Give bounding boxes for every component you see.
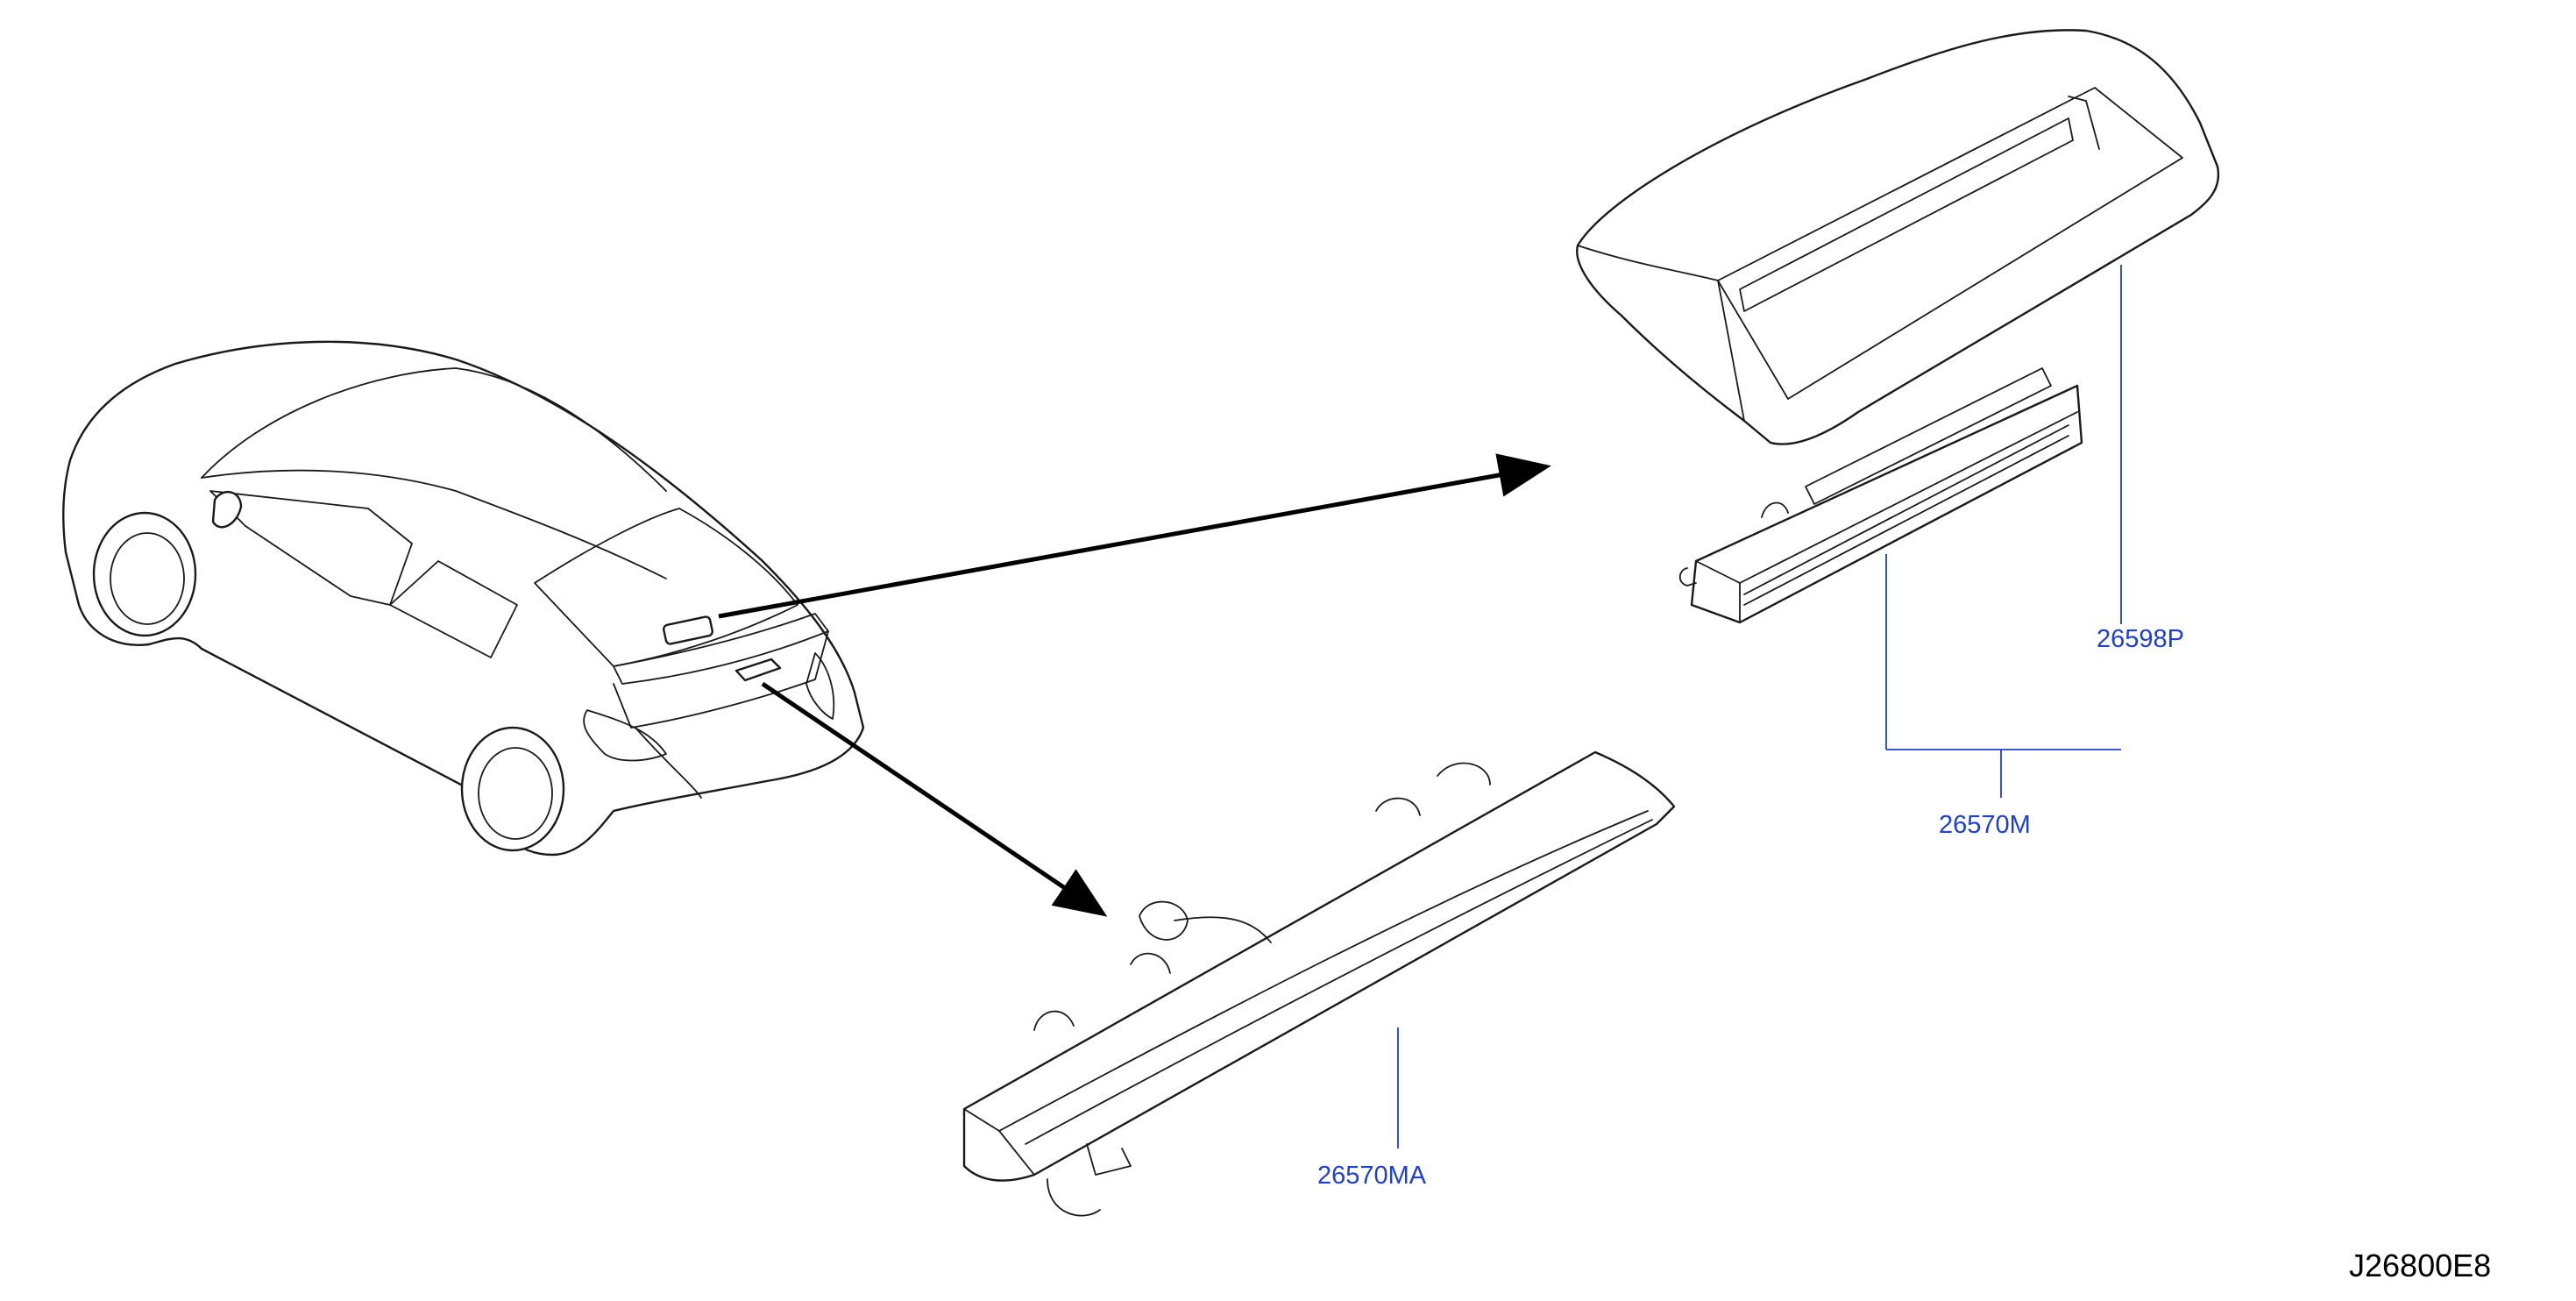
callout-26570M: 26570M — [1939, 811, 2031, 839]
vehicle-illustration — [62, 340, 865, 857]
lamp-assy-alt-part — [962, 750, 1676, 1217]
arrow-to-lamp — [761, 681, 1108, 917]
callout-26598P: 26598P — [2097, 625, 2184, 653]
callout-26570MA: 26570MA — [1317, 1162, 1427, 1190]
lamp-bracket-part — [1576, 29, 2220, 445]
drawing-code: J26800E8 — [2349, 1248, 2491, 1283]
lamp-assy-part — [1678, 367, 2083, 624]
leader-lines — [1397, 265, 2122, 1148]
arrow-to-bracket — [718, 453, 1551, 619]
